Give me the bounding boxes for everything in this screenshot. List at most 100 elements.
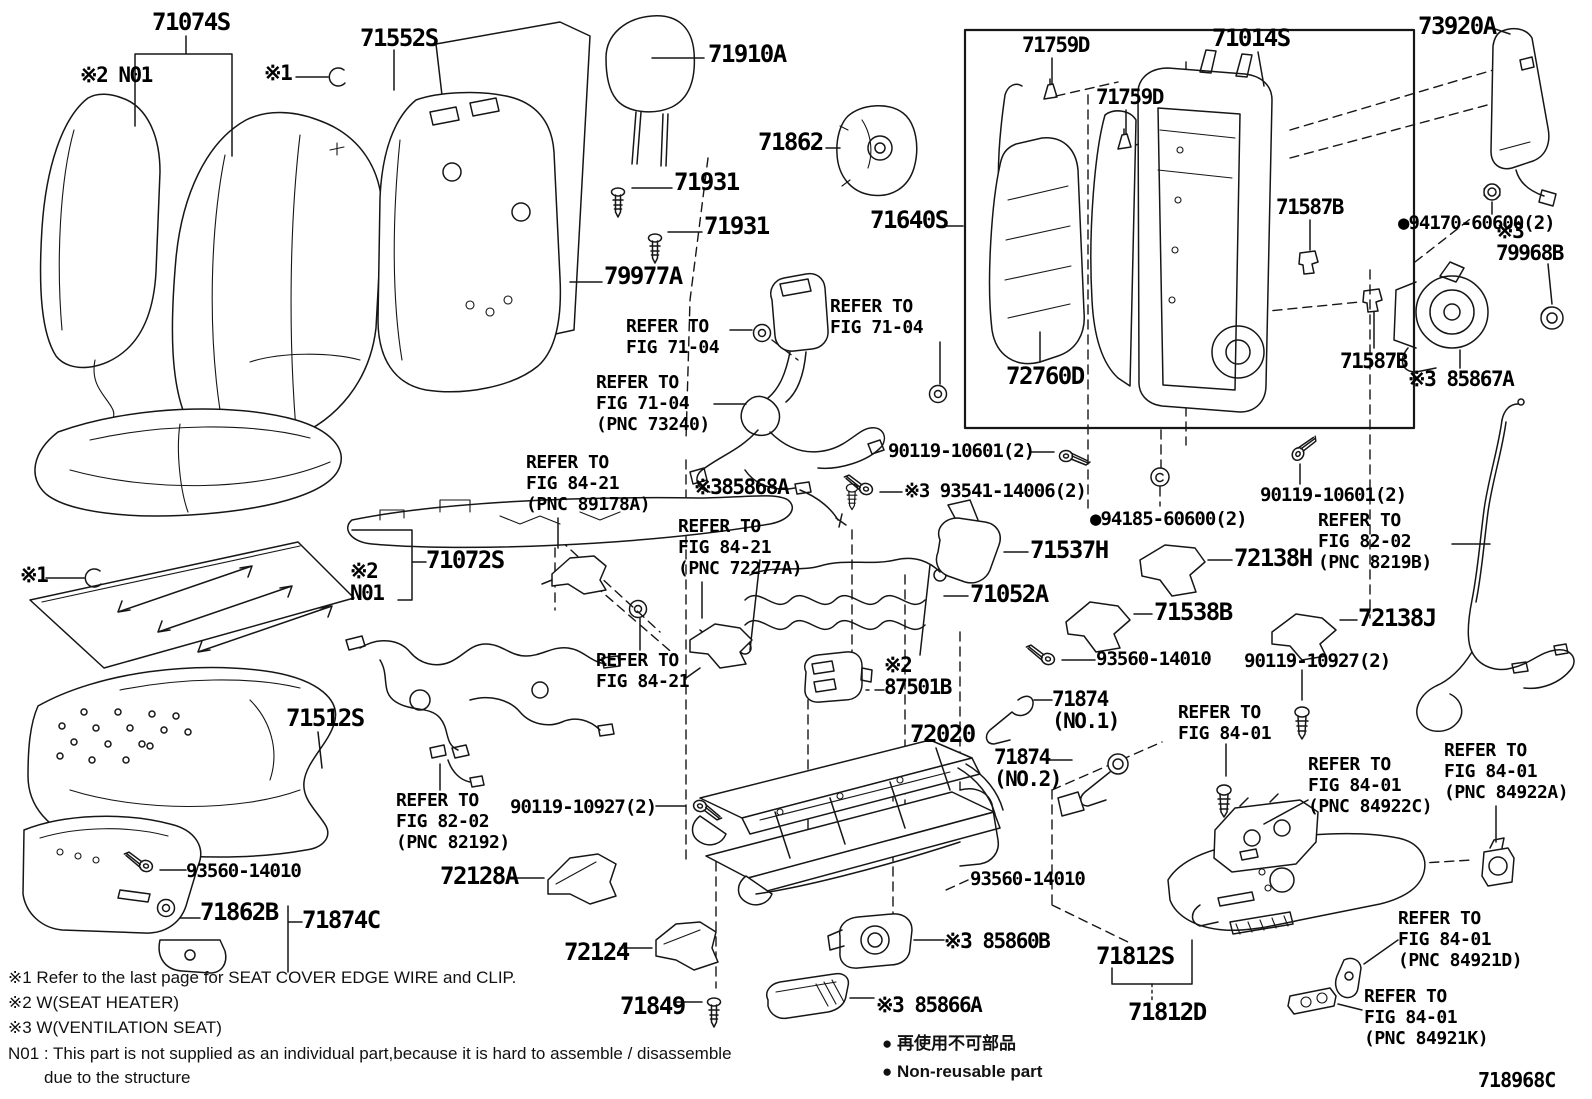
switch-panel-84922C [1213,793,1319,873]
part-label-93560-14010-c: 93560-14010 [970,868,1086,890]
part-label-71537H: 71537H [1030,536,1109,564]
ref-fig-84-21-a: REFER TO FIG 84-21 (PNC 89178A) [526,452,651,515]
screw-icon [1022,643,1058,667]
note-tag-1-top: ※1 [264,61,293,85]
front-shield [22,815,227,974]
note-tag-n01-left: ※2 N01 [350,559,385,605]
part-label-71014S: 71014S [1212,24,1291,52]
spring-mat-71052A [699,557,947,656]
ref-fig-84-01-e: REFER TO FIG 84-01 (PNC 84921K) [1364,986,1489,1049]
part-label-85866A: ※3 85866A [876,993,983,1017]
grommet-icon [752,323,772,343]
footnote-2: ※2 W(SEAT HEATER) [8,993,180,1012]
part-label-72138J: 72138J [1358,604,1437,632]
frame-detail-box [963,28,1416,430]
cushion-cover-71512S [27,666,337,858]
duct-72124 [655,921,719,971]
ref-fig-84-21-c: REFER TO FIG 84-21 [596,650,690,692]
tray-85866A [766,972,850,1020]
part-label-72128A: 72128A [440,862,519,890]
part-label-71552S: 71552S [360,24,439,52]
bracket-71537H [935,499,1001,584]
screw-icon [1294,706,1310,740]
wire-harness-right [1416,398,1575,732]
part-label-93541-14006: ※3 93541-14006(2) [904,480,1087,502]
part-label-90119-10927-a: 90119-10927(2) [510,796,657,818]
part-label-71931-b: 71931 [704,212,770,240]
part-label-71052A: 71052A [970,580,1049,608]
part-label-71874-no2: 71874 (NO.2) [994,745,1062,791]
clip-89178A [541,555,607,595]
screw-icon [1058,449,1091,466]
footnote-3: ※3 W(VENTILATION SEAT) [8,1018,222,1037]
legend-non-reusable-en: ● Non-reusable part [882,1062,1043,1081]
part-label-93560-14010-a: 93560-14010 [1096,648,1212,670]
part-label-71759D-a: 71759D [1022,33,1090,57]
note-tag-1-left: ※1 [20,563,49,587]
footnote-1: ※1 Refer to the last page for SEAT COVER… [8,968,517,987]
part-label-71640S: 71640S [870,206,949,234]
ref-fig-71-04-c: REFER TO FIG 71-04 (PNC 73240) [596,372,710,435]
hook-71874-no1 [985,695,1034,745]
part-label-71812D: 71812D [1128,998,1207,1026]
seat-cushion-pad-71072S [34,408,342,517]
ref-fig-84-01-a: REFER TO FIG 84-01 [1178,702,1272,744]
clip-icon [328,67,346,87]
part-label-72124: 72124 [564,938,630,966]
ref-fig-84-01-d: REFER TO FIG 84-01 (PNC 84921D) [1398,908,1523,971]
seat-back-pad [39,93,161,437]
part-label-71072S: 71072S [426,546,505,574]
knob-84922A [1481,837,1515,887]
bracket-72138H [1139,544,1206,597]
side-garnish-73920A [1490,27,1557,207]
part-label-71874C: 71874C [302,906,381,934]
part-label-72020: 72020 [910,720,976,748]
part-label-71910A: 71910A [708,40,787,68]
part-label-71538B: 71538B [1154,598,1233,626]
headrest-support-icon [647,233,663,264]
headrest-support-icon [610,187,626,218]
part-label-71512S: 71512S [286,704,365,732]
bezel-84921K [1287,987,1337,1015]
screw-icon [1289,429,1319,465]
screw-icon [1216,784,1232,818]
part-label-71862: 71862 [758,128,824,156]
blower-85860B [827,913,913,969]
seat-back-frame-cover-71552S [377,91,562,393]
part-label-71074S: 71074S [152,8,231,36]
ref-fig-84-01-b: REFER TO FIG 84-01 (PNC 84922C) [1308,754,1433,817]
part-label-87501B: ※2 87501B [884,653,952,699]
clip-icon [84,568,102,588]
bracket-71538B [1065,601,1131,653]
part-label-71812S: 71812S [1096,942,1175,970]
part-label-71759D-b: 71759D [1096,85,1164,109]
screw-icon [845,483,859,511]
ref-fig-82-02-b: REFER TO FIG 82-02 (PNC 8219B) [1318,510,1432,573]
part-label-71587B-a: 71587B [1276,195,1344,219]
part-label-71862B: 71862B [200,898,279,926]
ref-fig-84-21-b: REFER TO FIG 84-21 (PNC 72277A) [678,516,803,579]
part-label-93560-14010-b: 93560-14010 [186,860,302,882]
seat-belt-buckle [689,272,886,495]
cushion-edge-wire [347,495,793,549]
hook-71874-no2 [1057,753,1129,817]
part-label-90119-10601-a: 90119-10601(2) [888,440,1035,462]
leader-lines [45,27,1553,1011]
part-label-85860B: ※3 85860B [944,929,1051,953]
bolt-icon [1150,467,1170,487]
legend-non-reusable-jp: ● 再使用不可部品 [882,1034,1016,1053]
part-label-85868A: ※385868A [694,475,790,499]
part-label-71587B-b: 71587B [1340,349,1408,373]
screw-icon [840,473,876,497]
vent-knob-79968B [1540,306,1564,330]
pin-icon [706,997,722,1028]
part-label-90119-10601-b: 90119-10601(2) [1260,484,1407,506]
seat-blower-85867A [1393,261,1489,373]
recliner-cover-71862 [836,105,918,197]
part-label-71874-no1: 71874 (NO.1) [1052,687,1120,733]
part-label-79968B: ※3 79968B [1496,219,1564,265]
part-label-90119-10927-b: 90119-10927(2) [1244,650,1391,672]
ref-fig-84-01-c: REFER TO FIG 84-01 (PNC 84922A) [1444,740,1569,803]
bracket-72138J [1271,613,1337,661]
